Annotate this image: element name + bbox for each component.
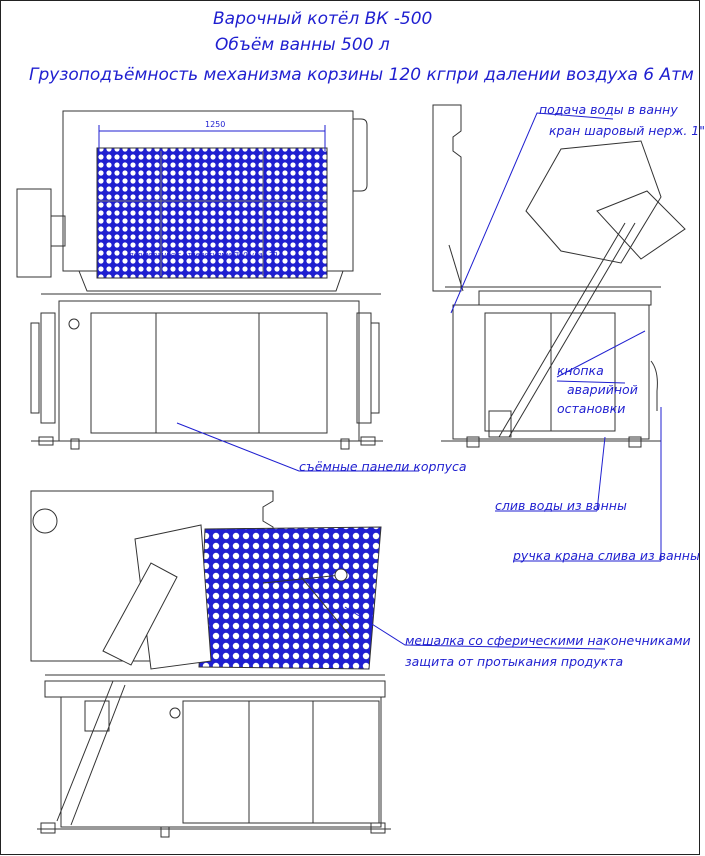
label-removable-panels: съёмные панели корпуса <box>299 459 467 474</box>
label-water-feed: подача воды в ванну <box>539 102 678 117</box>
label-emergency-button: кнопка <box>557 363 604 378</box>
label-mixer: мешалка со сферическими наконечниками <box>405 633 691 648</box>
front-view <box>16 110 383 450</box>
label-mixer-protection: защита от протыкания продукта <box>405 654 624 669</box>
front-basket <box>96 147 328 279</box>
title-volume: Объём ванны 500 л <box>215 35 390 55</box>
dimension-label: 1250 <box>205 120 225 129</box>
label-drain: слив воды из ванны <box>495 498 627 513</box>
title-boiler: Варочный котёл ВК -500 <box>213 9 433 29</box>
label-drain-handle: ручка крана слива из ванны <box>513 548 700 563</box>
side-view <box>432 104 686 448</box>
label-emergency-button-3: остановки <box>557 401 626 416</box>
label-emergency-button-2: аварийной <box>567 382 638 397</box>
title-capacity: Грузоподъёмность механизма корзины 120 к… <box>29 65 694 85</box>
leader-lines <box>176 112 662 650</box>
tilted-view <box>30 490 391 838</box>
perforation-note: перфорация с отверстиями Ø10, шаг 20 <box>129 251 278 259</box>
label-ball-valve: кран шаровый нерж. 1" <box>549 123 705 138</box>
tilted-basket <box>198 526 382 670</box>
